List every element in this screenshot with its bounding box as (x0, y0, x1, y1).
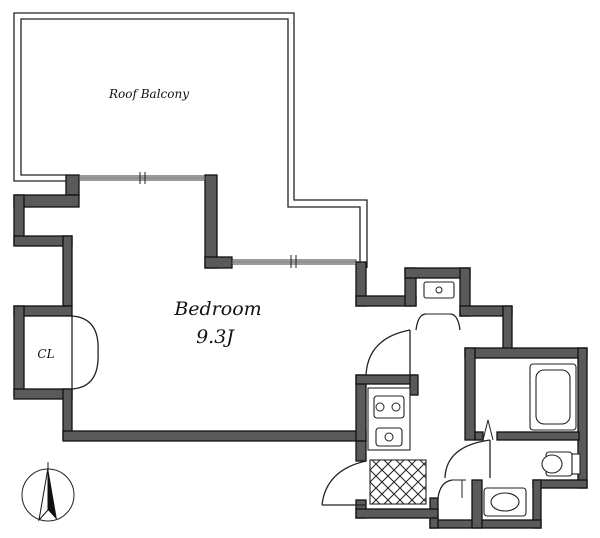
north-arrow-icon (21, 462, 75, 522)
bedroom-label: Bedroom (173, 298, 261, 320)
kitchen-door (321, 460, 367, 506)
bath-walls (355, 267, 588, 529)
bathtub (529, 363, 577, 431)
washer-alcove (415, 281, 461, 331)
closet-label: CL (37, 347, 54, 361)
sliding-window-right (231, 255, 357, 268)
washbasin (483, 487, 527, 517)
roof-balcony-outline (13, 12, 368, 268)
kitchen-floor-tile (369, 459, 427, 505)
bedroom-size-label: 9.3J (196, 326, 235, 348)
bath-entry-door (365, 329, 411, 376)
sliding-window-left (78, 172, 206, 184)
roof-balcony-label: Roof Balcony (108, 87, 189, 101)
bedroom-walls (13, 174, 417, 519)
toilet (541, 451, 581, 477)
closet-doors (71, 315, 99, 390)
kitchen-counter (367, 387, 411, 451)
toilet-door (437, 479, 466, 499)
bath-inner-door (444, 419, 494, 479)
